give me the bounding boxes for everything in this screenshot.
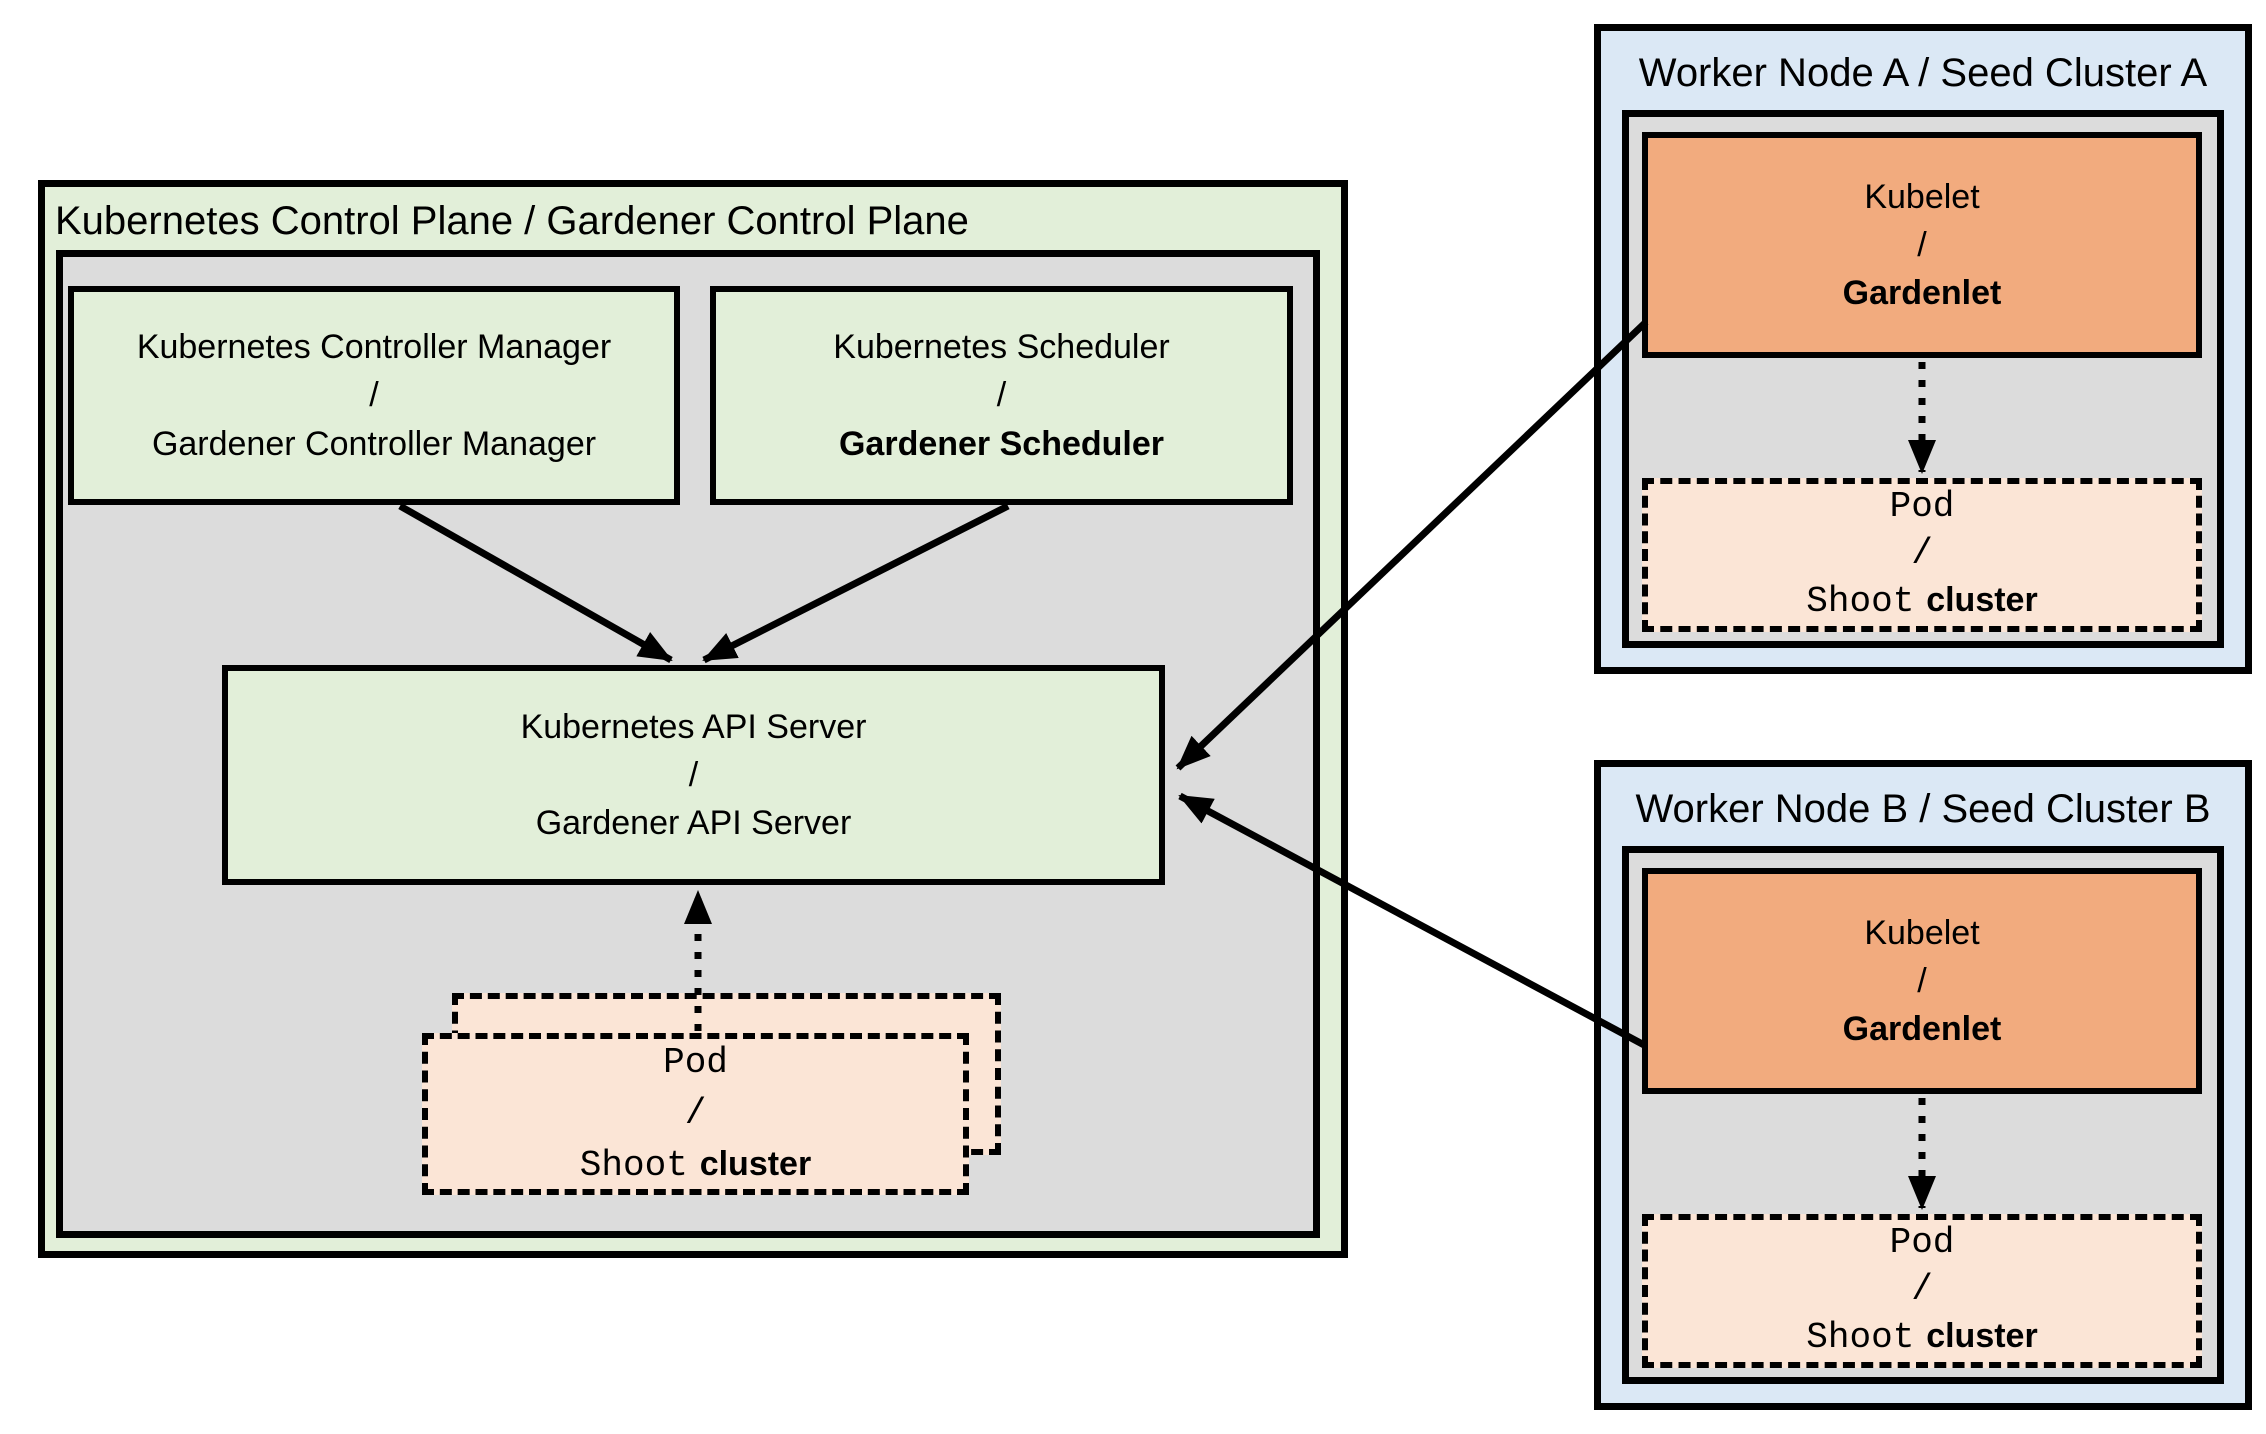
control-plane-title: Kubernetes Control Plane / Gardener Cont… xyxy=(55,199,969,243)
pod-b-line3: Shoot cluster xyxy=(1648,1314,2196,1362)
pod-line3-shoot: Shoot xyxy=(579,1144,688,1186)
worker-node-a-title: Worker Node A / Seed Cluster A xyxy=(1638,51,2208,95)
kubelet-a-line1: Kubelet xyxy=(1864,177,1980,216)
pod-b-line3-cluster: cluster xyxy=(1926,1316,2038,1355)
controller-manager-line3: Gardener Controller Manager xyxy=(151,424,597,463)
pod-b-line1: Pod xyxy=(1889,1222,1955,1264)
api-server-line1: Kubernetes API Server xyxy=(520,707,867,746)
control-plane-box: Kubernetes Control Plane / Gardener Cont… xyxy=(38,180,1348,1258)
controller-manager-label: Kubernetes Controller Manager / Gardener… xyxy=(74,292,674,499)
pod-b-line3-shoot: Shoot xyxy=(1806,1316,1915,1358)
worker-node-a-box: Worker Node A / Seed Cluster A Kubelet /… xyxy=(1594,24,2252,674)
scheduler-box: Kubernetes Scheduler / Gardener Schedule… xyxy=(710,286,1293,505)
pod-slash: / xyxy=(684,1093,707,1135)
pod-shoot-cluster-label: Pod / Shoot cluster xyxy=(428,1039,963,1189)
kubelet-a-label: Kubelet / Gardenlet xyxy=(1648,138,2196,352)
kubelet-b-line3: Gardenlet xyxy=(1842,1010,2002,1049)
kubelet-b-label: Kubelet / Gardenlet xyxy=(1648,874,2196,1088)
api-server-label: Kubernetes API Server / Gardener API Ser… xyxy=(228,671,1159,879)
kubelet-a-slash: / xyxy=(1917,225,1927,264)
kubelet-b-slash: / xyxy=(1917,961,1927,1000)
scheduler-slash: / xyxy=(996,376,1007,415)
scheduler-line3: Gardener Scheduler xyxy=(838,424,1164,463)
worker-node-b-title: Worker Node B / Seed Cluster B xyxy=(1635,787,2211,831)
pod-a-line3: Shoot cluster xyxy=(1648,578,2196,626)
controller-manager-line1: Kubernetes Controller Manager xyxy=(136,328,612,367)
pod-a-label: Pod / Shoot cluster xyxy=(1648,484,2196,626)
kubelet-a-line3: Gardenlet xyxy=(1842,274,2002,313)
pod-a-line3-cluster: cluster xyxy=(1926,580,2038,619)
scheduler-label: Kubernetes Scheduler / Gardener Schedule… xyxy=(716,292,1287,499)
worker-node-b-inner-panel: Kubelet / Gardenlet Pod / Shoot cluster xyxy=(1622,846,2224,1384)
kubelet-a-box: Kubelet / Gardenlet xyxy=(1642,132,2202,358)
control-plane-inner-panel: Kubernetes Controller Manager / Gardener… xyxy=(56,250,1320,1238)
pod-b-slash: / xyxy=(1911,1269,1933,1311)
worker-node-b-box: Worker Node B / Seed Cluster B Kubelet /… xyxy=(1594,760,2252,1410)
pod-a-line1: Pod xyxy=(1889,486,1955,528)
pod-a-slash: / xyxy=(1911,533,1933,575)
controller-manager-box: Kubernetes Controller Manager / Gardener… xyxy=(68,286,680,505)
api-server-box: Kubernetes API Server / Gardener API Ser… xyxy=(222,665,1165,885)
pod-line3-cluster: cluster xyxy=(699,1144,812,1183)
pod-a-box: Pod / Shoot cluster xyxy=(1642,478,2202,632)
pod-b-label: Pod / Shoot cluster xyxy=(1648,1220,2196,1362)
kubelet-b-line1: Kubelet xyxy=(1864,913,1980,952)
pod-shoot-cluster-box: Pod / Shoot cluster xyxy=(422,1033,969,1195)
pod-line3: Shoot cluster xyxy=(428,1140,963,1191)
api-server-slash: / xyxy=(688,755,699,794)
worker-node-a-inner-panel: Kubelet / Gardenlet Pod / Shoot cluster xyxy=(1622,110,2224,648)
pod-b-box: Pod / Shoot cluster xyxy=(1642,1214,2202,1368)
kubelet-b-box: Kubelet / Gardenlet xyxy=(1642,868,2202,1094)
scheduler-line1: Kubernetes Scheduler xyxy=(833,328,1170,367)
controller-manager-slash: / xyxy=(369,376,379,415)
pod-line1: Pod xyxy=(663,1042,728,1084)
api-server-line3: Gardener API Server xyxy=(535,804,852,843)
pod-a-line3-shoot: Shoot xyxy=(1806,580,1915,622)
